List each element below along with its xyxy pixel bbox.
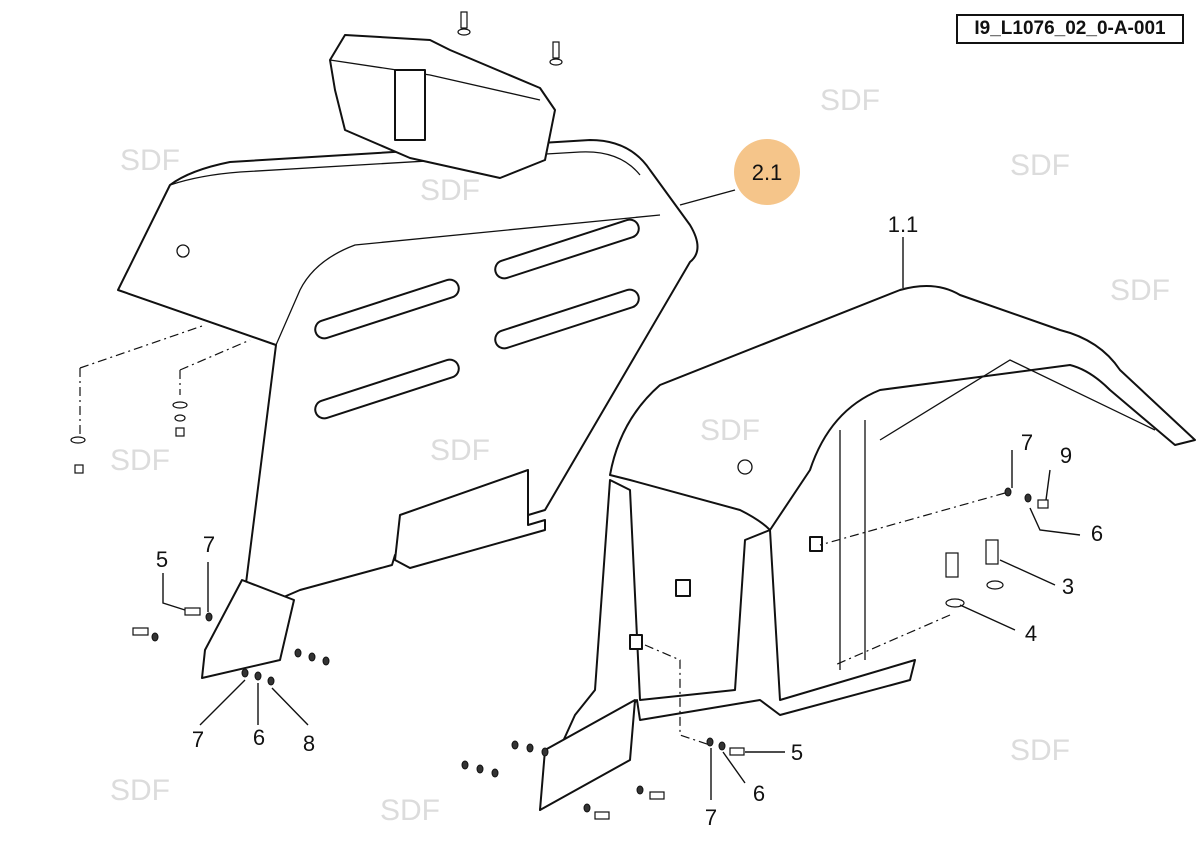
callout-1-1[interactable]: 1.1 — [888, 212, 919, 237]
hardware — [70, 11, 1049, 820]
callout-9[interactable]: 9 — [1060, 443, 1072, 468]
leader-lines — [162, 189, 1081, 800]
callout-7[interactable]: 7 — [203, 532, 215, 557]
drawing-reference-label: I9_L1076_02_0-A-001 — [956, 14, 1184, 44]
watermark: SDF — [1010, 149, 1070, 182]
callouts: 2.1 1.1 7 9 6 3 4 5 7 7 6 8 5 6 7 — [156, 139, 1103, 830]
watermark: SDF — [820, 84, 880, 117]
callout-7[interactable]: 7 — [192, 727, 204, 752]
callout-5[interactable]: 5 — [791, 740, 803, 765]
watermark: SDF — [1110, 274, 1170, 307]
toolbox — [329, 34, 556, 179]
callout-7[interactable]: 7 — [1021, 430, 1033, 455]
callout-4[interactable]: 4 — [1025, 621, 1037, 646]
callout-6[interactable]: 6 — [753, 781, 765, 806]
callout-6[interactable]: 6 — [1091, 521, 1103, 546]
left-fender-2-1 — [117, 139, 699, 679]
watermark: SDF — [110, 774, 170, 807]
watermark: SDF — [110, 444, 170, 477]
callout-2-1[interactable]: 2.1 — [752, 160, 783, 185]
callout-highlight — [734, 139, 800, 205]
watermark: SDF — [700, 414, 760, 447]
right-fender-1-1 — [539, 285, 1196, 811]
callout-8[interactable]: 8 — [303, 731, 315, 756]
watermark: SDF — [420, 174, 480, 207]
watermark: SDF — [120, 144, 180, 177]
callout-3[interactable]: 3 — [1062, 574, 1074, 599]
callout-5[interactable]: 5 — [156, 547, 168, 572]
watermark: SDF — [1010, 734, 1070, 767]
callout-7[interactable]: 7 — [705, 805, 717, 830]
callout-6[interactable]: 6 — [253, 725, 265, 750]
watermark: SDF — [430, 434, 490, 467]
watermark: SDF — [380, 794, 440, 827]
assembly-lines — [79, 324, 1006, 746]
watermarks: SDF SDF SDF SDF SDF SDF SDF SDF SDF SDF … — [110, 84, 1170, 827]
